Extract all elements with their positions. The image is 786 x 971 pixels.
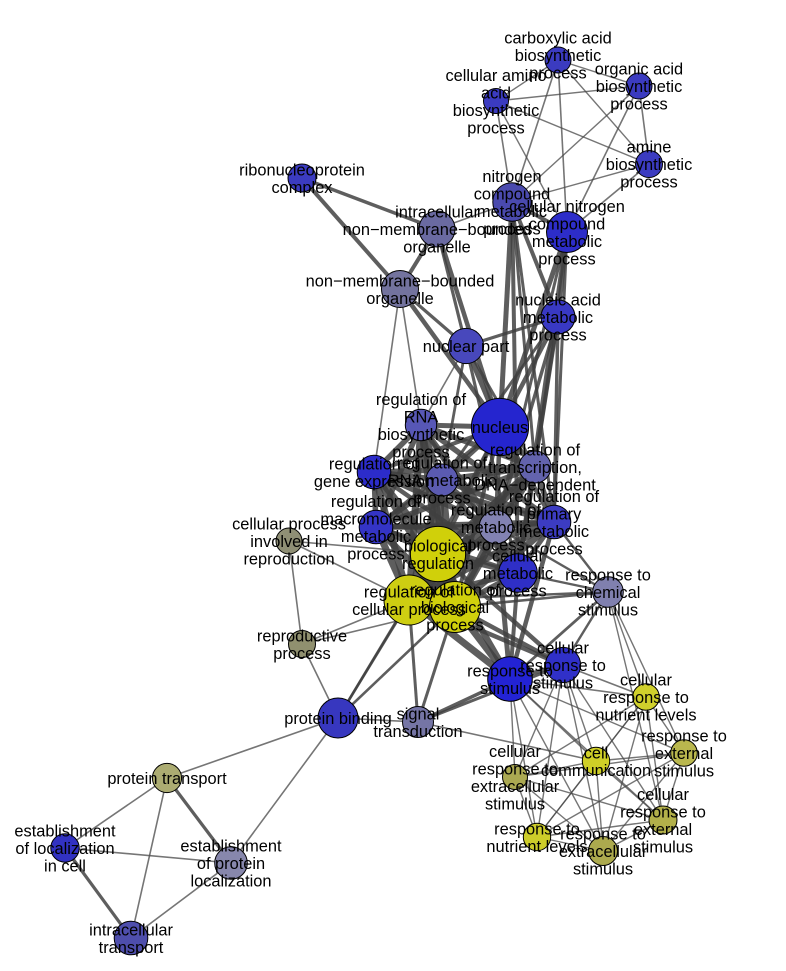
- svg-text:protein transport: protein transport: [107, 770, 227, 788]
- svg-text:protein binding: protein binding: [284, 710, 392, 728]
- svg-text:nucleus: nucleus: [472, 419, 529, 437]
- svg-text:nuclear part: nuclear part: [423, 338, 510, 356]
